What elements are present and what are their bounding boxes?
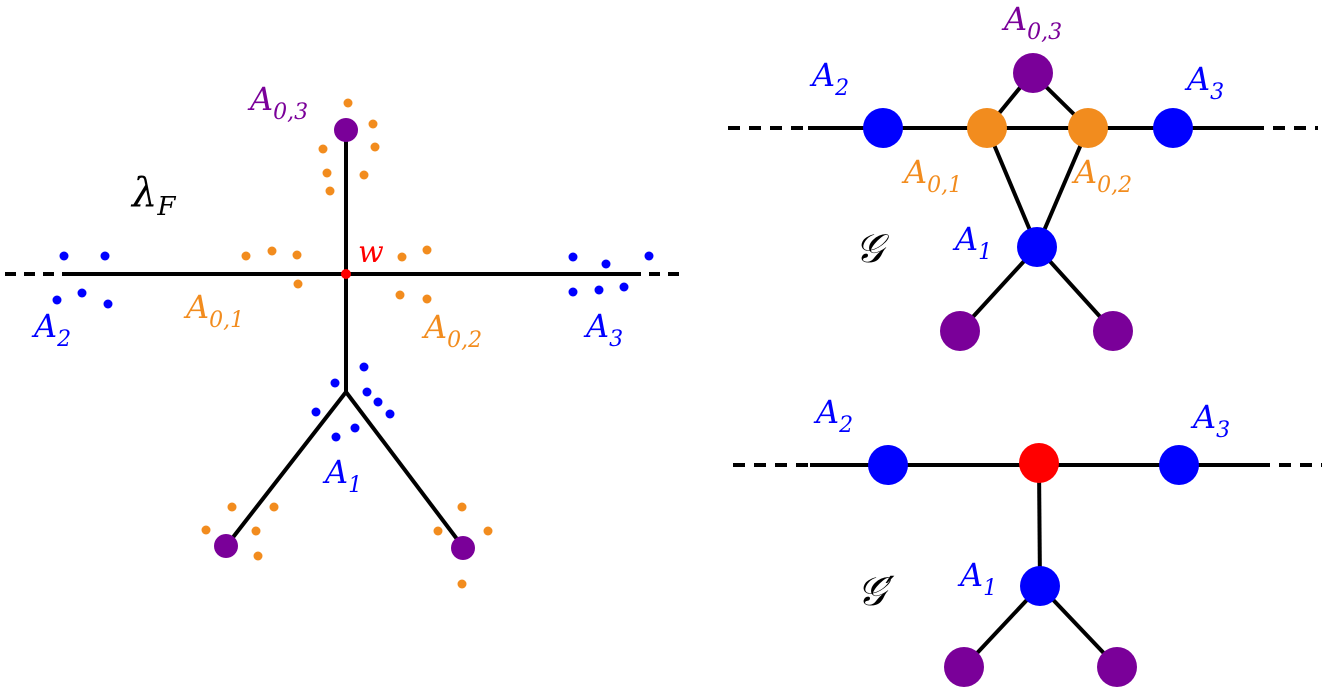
graph-g-prime: A2 A3 A1 𝒢′ xyxy=(733,393,1322,687)
gp-label-a3: A3 xyxy=(1190,398,1230,443)
gp-edge-red-a1 xyxy=(1037,464,1042,587)
g-vertex-a3 xyxy=(1153,108,1193,148)
label-lambda-f: λF xyxy=(130,170,176,222)
gp-vertex-red xyxy=(1019,443,1059,483)
graph-g: A0,3 A2 A3 A0,1 A0,2 A1 𝒢 xyxy=(728,0,1318,351)
edge-down-left xyxy=(225,390,348,547)
vertex-a03 xyxy=(334,118,358,142)
label-a02: A0,2 xyxy=(421,308,482,353)
g-label-a2: A2 xyxy=(809,56,849,101)
label-a03: A0,3 xyxy=(247,80,308,125)
g-vertex-a02 xyxy=(1068,108,1108,148)
orange-dots-a02 xyxy=(395,245,432,304)
gp-vertex-leaf-left xyxy=(944,647,984,687)
g-edge-a02-a1 xyxy=(1035,127,1090,248)
g-vertex-a1 xyxy=(1017,227,1057,267)
g-label-a1: A1 xyxy=(952,220,992,265)
gp-vertex-a3 xyxy=(1159,445,1199,485)
g-label-a3: A3 xyxy=(1184,60,1224,105)
blue-dots-a2 xyxy=(52,251,113,309)
g-name: 𝒢 xyxy=(855,226,890,272)
blue-dots-a1 xyxy=(311,362,395,442)
tropical-curve-diagram: λF w A0,3 A0,1 A0,2 A2 A3 A1 xyxy=(5,80,680,589)
label-a2-left: A2 xyxy=(31,307,71,352)
orange-dots-leaf-right xyxy=(433,502,493,589)
orange-dots-a03 xyxy=(318,98,380,196)
g-edge-a01-a1 xyxy=(985,127,1039,248)
vertex-w xyxy=(341,269,351,279)
vertex-leaf-left xyxy=(214,534,238,558)
gp-vertex-leaf-right xyxy=(1097,647,1137,687)
gp-label-a1: A1 xyxy=(957,556,997,601)
orange-dots-leaf-left xyxy=(201,502,279,561)
g-label-a01: A0,1 xyxy=(901,153,962,198)
blue-dots-a3 xyxy=(568,251,654,297)
edge-down-right xyxy=(344,390,465,549)
gp-name: 𝒢′ xyxy=(857,569,895,615)
gp-vertex-a1 xyxy=(1020,566,1060,606)
g-vertex-leaf-left xyxy=(940,311,980,351)
g-vertex-a2 xyxy=(863,108,903,148)
g-vertex-a01 xyxy=(967,108,1007,148)
g-vertex-a03 xyxy=(1013,53,1053,93)
gp-vertex-a2 xyxy=(868,445,908,485)
vertex-leaf-right xyxy=(451,536,475,560)
label-w: w xyxy=(358,235,384,270)
label-a3-left: A3 xyxy=(583,307,623,352)
g-label-a03: A0,3 xyxy=(1001,0,1062,45)
g-vertex-leaf-right xyxy=(1093,311,1133,351)
gp-label-a2: A2 xyxy=(813,393,853,438)
label-a1-left: A1 xyxy=(322,453,362,498)
orange-dots-a01 xyxy=(241,246,303,289)
g-label-a02: A0,2 xyxy=(1071,153,1132,198)
label-a01: A0,1 xyxy=(183,288,244,333)
